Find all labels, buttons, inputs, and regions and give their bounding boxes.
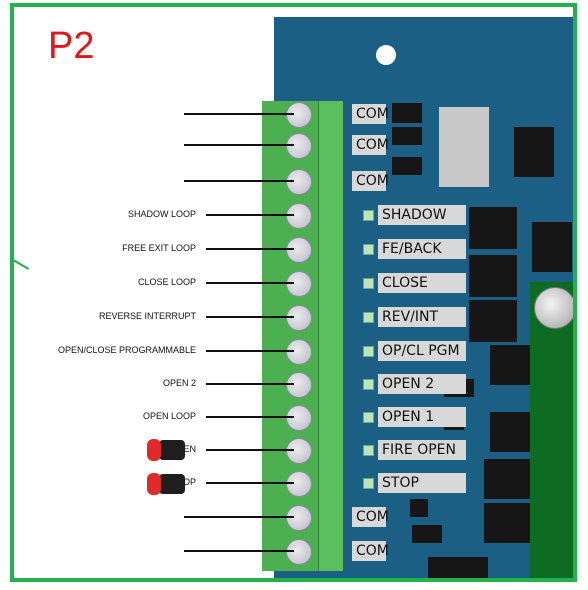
wire-lead [206, 482, 294, 484]
board-chip [484, 503, 530, 543]
mounting-hole [376, 45, 396, 65]
board-chip [490, 412, 530, 452]
status-led [363, 278, 374, 289]
terminal-screw [286, 372, 312, 398]
terminal-screw [286, 539, 312, 565]
wire-lead [206, 282, 294, 284]
status-led [363, 346, 374, 357]
status-led [363, 445, 374, 456]
terminal-screw [286, 271, 312, 297]
board-chip [410, 499, 428, 517]
input-label: OPEN 2 [162, 378, 196, 388]
board-terminal-label: FIRE OPEN [378, 440, 466, 460]
wire-lead [206, 214, 294, 216]
input-label: CLOSE LOOP [137, 277, 196, 287]
board-chip [469, 255, 517, 297]
board-chip [392, 157, 422, 175]
board-terminal-label: COM [352, 541, 389, 561]
input-label: REVERSE INTERRUPT [98, 311, 196, 321]
terminal-screw [286, 203, 312, 229]
status-led [363, 478, 374, 489]
status-led [363, 210, 374, 221]
diagram-title: P2 [48, 25, 95, 67]
board-chip [532, 222, 572, 272]
push-button-fire-open-body [159, 440, 185, 460]
wire-lead [184, 180, 294, 182]
frame-connector [14, 258, 30, 270]
input-label: SHADOW LOOP [127, 209, 196, 219]
board-component [439, 107, 489, 187]
push-button-fire-open-icon [147, 439, 161, 461]
board-chip [484, 459, 530, 499]
board-terminal-label: FE/BACK [378, 239, 466, 259]
wire-lead [206, 350, 294, 352]
board-terminal-label: OPEN 2 [378, 374, 466, 394]
diagram-frame: P2 SHADOW LOOP FREE EXIT LOOP CLOSE LOOP RE… [10, 3, 577, 582]
terminal-screw [286, 438, 312, 464]
board-chip [392, 103, 422, 123]
wire-lead [184, 144, 294, 146]
board-chip [490, 345, 530, 385]
status-led [363, 379, 374, 390]
wire-lead [206, 248, 294, 250]
terminal-screw [286, 102, 312, 128]
terminal-screw [286, 471, 312, 497]
board-terminal-label: REV/INT [378, 307, 466, 327]
relay-module [530, 282, 573, 578]
terminal-screw [286, 237, 312, 263]
status-led [363, 312, 374, 323]
wire-lead [184, 516, 294, 518]
board-terminal-label: CLOSE [378, 273, 466, 293]
terminal-screw [286, 405, 312, 431]
status-led [363, 244, 374, 255]
board-terminal-label: COM [352, 135, 389, 155]
board-chip [392, 127, 422, 145]
mounting-bolt-icon [534, 287, 573, 329]
push-button-stop-icon [147, 473, 161, 495]
input-label: OPEN LOOP [142, 411, 196, 421]
board-terminal-label: COM [352, 104, 389, 124]
terminal-screw [286, 133, 312, 159]
terminal-screw [286, 505, 312, 531]
board-terminal-label: OPEN 1 [378, 407, 466, 427]
terminal-screw [286, 339, 312, 365]
terminal-block-side [318, 101, 343, 571]
board-terminal-label: SHADOW [378, 205, 466, 225]
board-chip [428, 557, 488, 578]
board-chip [469, 207, 517, 249]
wire-lead [206, 383, 294, 385]
board-terminal-label: OP/CL PGM [378, 341, 466, 361]
board-chip [412, 525, 442, 543]
board-chip [469, 300, 517, 342]
terminal-screw [286, 169, 312, 195]
push-button-stop-body [159, 474, 185, 494]
wire-lead [206, 449, 294, 451]
board-terminal-label: STOP [378, 473, 466, 493]
terminal-screw [286, 305, 312, 331]
wire-lead [206, 316, 294, 318]
input-label: FREE EXIT LOOP [122, 243, 196, 253]
status-led [363, 412, 374, 423]
wire-lead [184, 113, 294, 115]
wire-lead [184, 550, 294, 552]
board-terminal-label: COM [352, 171, 389, 191]
wire-lead [206, 416, 294, 418]
board-chip [514, 127, 554, 177]
input-label: OPEN/CLOSE PROGRAMMABLE [57, 345, 196, 355]
board-terminal-label: COM [352, 507, 389, 527]
